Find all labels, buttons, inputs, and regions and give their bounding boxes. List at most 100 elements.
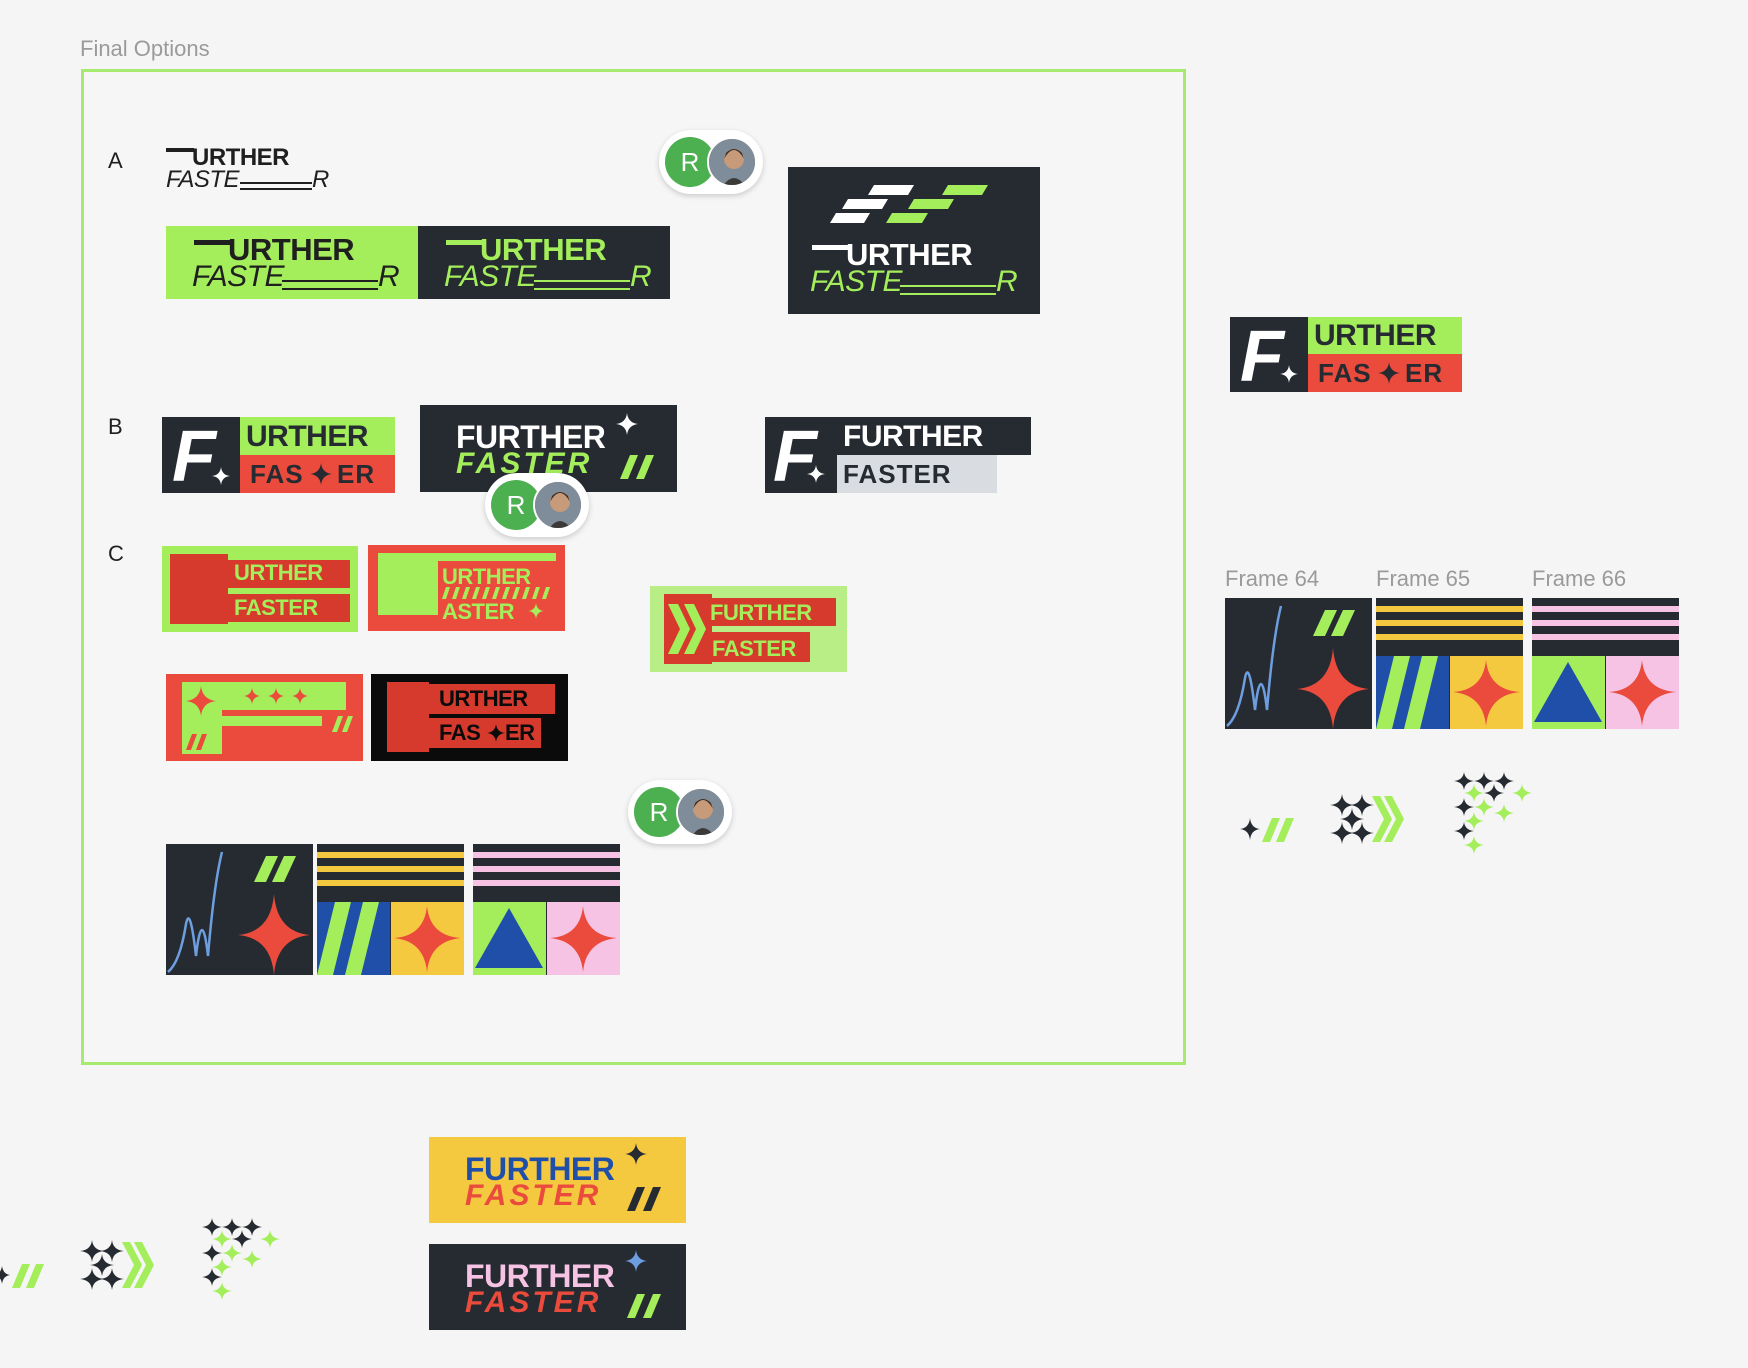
logo-c-green-1[interactable]: URTHER FASTER xyxy=(162,546,358,632)
row-label-a: A xyxy=(108,148,123,173)
logo-line xyxy=(282,280,378,282)
stripe xyxy=(1376,634,1523,640)
slash-pattern-icon xyxy=(442,587,550,599)
stripe xyxy=(1376,606,1523,612)
logo-word1: URTHER xyxy=(439,686,528,711)
logo-bottom-dark[interactable]: FURTHER FASTER xyxy=(429,1244,686,1330)
frame-label-66[interactable]: Frame 66 xyxy=(1532,566,1627,591)
squiggle-icon xyxy=(1226,605,1369,729)
slash-icon xyxy=(627,1294,661,1318)
logo-c-black[interactable]: URTHER FAS ER xyxy=(371,674,568,761)
checkered-flag-icon xyxy=(830,185,988,223)
logo-word2-end: R xyxy=(312,166,329,192)
frame-label-65[interactable]: Frame 65 xyxy=(1376,566,1471,591)
logo-band-top xyxy=(429,684,555,714)
logo-word1: URTHER xyxy=(192,146,290,171)
frame-64[interactable] xyxy=(1225,598,1372,729)
logo-word1: FURTHER xyxy=(456,419,606,455)
logo-b-f-block[interactable]: F URTHER FAS ER xyxy=(162,417,395,493)
logo-a-plain[interactable]: URTHER FASTE R xyxy=(166,146,336,192)
logo-word1: URTHER xyxy=(480,232,607,267)
logo-word2: FASTER xyxy=(465,1179,602,1212)
stripe xyxy=(1532,634,1679,640)
slash-icon xyxy=(317,902,379,975)
logo-line xyxy=(240,182,312,184)
logo-word2: FASTE xyxy=(444,260,536,293)
logo-line xyxy=(534,288,630,290)
logo-c-chevron[interactable]: FURTHER FASTER xyxy=(650,586,847,672)
logo-band-bottom xyxy=(712,632,810,662)
row-label-b: B xyxy=(108,414,123,439)
stripe xyxy=(317,866,464,872)
sparkle-cluster-chevron-icon[interactable] xyxy=(1328,792,1408,848)
sparkle-icon xyxy=(186,686,216,716)
squiggle-icon xyxy=(167,851,310,975)
frame-title[interactable]: Final Options xyxy=(80,36,210,61)
logo-a-green[interactable]: URTHER FASTE R xyxy=(166,226,418,299)
logo-bar xyxy=(812,245,850,250)
logo-band-bottom xyxy=(429,718,541,748)
logo-word2: FASTER xyxy=(712,636,796,661)
sparkle-icon xyxy=(394,906,461,972)
frame-65[interactable] xyxy=(1376,598,1523,729)
pattern-tile-3[interactable] xyxy=(473,844,620,975)
logo-line xyxy=(900,285,996,287)
logo-word2a: FAS xyxy=(439,720,481,745)
logo-word2: ASTER xyxy=(442,599,515,624)
sparkle-icon xyxy=(1378,362,1400,384)
pattern-tile-1[interactable] xyxy=(166,844,313,975)
sparkle-slash-icon[interactable] xyxy=(1240,812,1296,846)
sparkle-icon xyxy=(625,1250,647,1272)
logo-right-f-block[interactable]: F URTHER FAS ER xyxy=(1230,317,1462,392)
sparkle-triangle-icon[interactable] xyxy=(1452,770,1534,856)
avatar-initial: R xyxy=(491,480,541,530)
logo-a-dark[interactable]: URTHER FASTE R xyxy=(418,226,670,299)
sparkle-icon xyxy=(1453,660,1520,726)
stripe xyxy=(317,852,464,858)
logo-band-top xyxy=(712,598,836,626)
stripe xyxy=(1532,620,1679,626)
sparkle-cluster-chevron-icon[interactable] xyxy=(78,1238,158,1294)
logo-b-f-grey[interactable]: F FURTHER FASTER xyxy=(765,417,1031,493)
logo-word2: FASTER xyxy=(234,595,318,620)
collaborator-avatars[interactable]: R xyxy=(659,130,763,194)
avatar-initial: R xyxy=(665,137,715,187)
row-label-c: C xyxy=(108,541,124,566)
logo-word1: FURTHER xyxy=(465,1258,615,1294)
sparkle-icon xyxy=(807,465,825,483)
logo-bar xyxy=(166,148,194,152)
logo-word1: URTHER xyxy=(228,232,355,267)
f-block xyxy=(378,553,438,615)
logo-c-red-1[interactable]: URTHER ASTER xyxy=(368,545,565,631)
big-f-letter: F xyxy=(773,417,817,493)
triangle-icon xyxy=(1534,662,1602,722)
logo-a-flag-tile[interactable]: URTHER FASTE R xyxy=(788,167,1040,314)
logo-c-red-sparkles[interactable] xyxy=(166,674,363,761)
frame-label-64[interactable]: Frame 64 xyxy=(1225,566,1320,591)
stripe xyxy=(1376,620,1523,626)
frame-66[interactable] xyxy=(1532,598,1679,729)
logo-band-bottom xyxy=(228,594,350,622)
logo-band-mid xyxy=(222,716,322,726)
collaborator-avatars[interactable]: R xyxy=(628,780,732,844)
pattern-tile-2[interactable] xyxy=(317,844,464,975)
logo-word1: URTHER xyxy=(246,420,369,453)
logo-bar xyxy=(194,240,232,245)
logo-bottom-yellow[interactable]: FURTHER FASTER xyxy=(429,1137,686,1223)
logo-word2a: FAS xyxy=(1318,358,1372,388)
logo-word1: URTHER xyxy=(1314,319,1437,352)
logo-band-top xyxy=(240,417,395,455)
f-block xyxy=(765,417,837,493)
logo-word2: FASTE xyxy=(810,265,902,298)
logo-word2b: ER xyxy=(1405,358,1444,388)
avatar-photo xyxy=(533,480,583,530)
collaborator-avatars[interactable]: R xyxy=(485,473,589,537)
sparkle-triangle-icon[interactable] xyxy=(200,1216,282,1302)
sparkle-slash-icon[interactable] xyxy=(0,1258,46,1292)
logo-word1: URTHER xyxy=(846,237,973,272)
logo-bar xyxy=(446,240,484,245)
chevron-icon xyxy=(668,604,706,654)
avatar-photo xyxy=(707,137,757,187)
slash-icon xyxy=(1376,656,1438,729)
logo-word2: FASTE xyxy=(192,260,284,293)
